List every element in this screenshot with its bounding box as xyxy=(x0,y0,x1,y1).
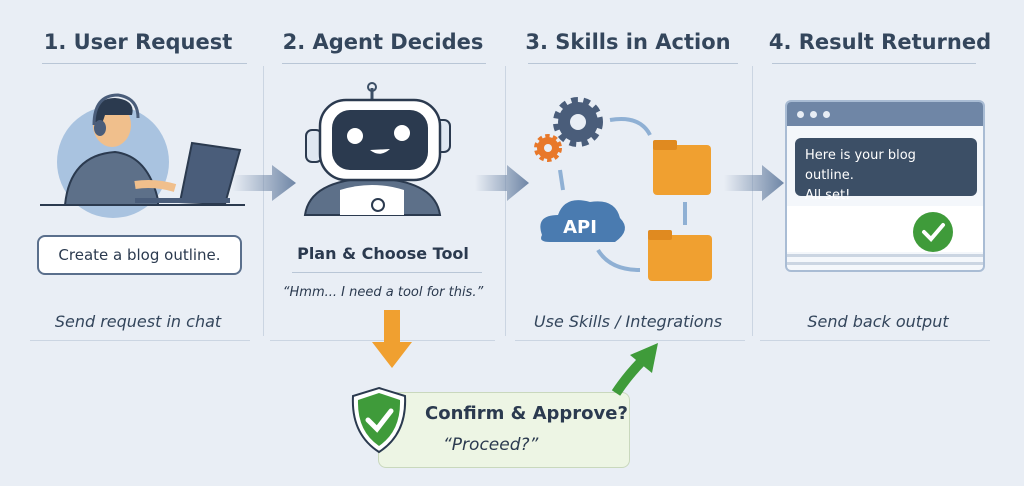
shield-check-icon xyxy=(351,386,407,454)
divider xyxy=(772,63,976,64)
column-divider xyxy=(752,66,753,336)
window-dot xyxy=(823,110,830,118)
divider xyxy=(30,340,250,341)
column-divider xyxy=(505,66,506,336)
step2-title: 2. Agent Decides xyxy=(282,30,484,54)
content-line xyxy=(787,262,983,265)
user-at-laptop-icon xyxy=(40,93,245,218)
agent-quote: “Hmm... I need a tool for this.” xyxy=(282,285,484,300)
divider xyxy=(270,340,495,341)
step2-subtitle: Plan & Choose Tool xyxy=(297,244,469,263)
step1-caption: Send request in chat xyxy=(54,312,222,331)
step3-title: 3. Skills in Action xyxy=(525,30,731,54)
divider xyxy=(282,63,486,64)
divider xyxy=(42,63,247,64)
arrow-down-icon xyxy=(372,310,412,368)
chat-message-bubble: Create a blog outline. xyxy=(37,235,242,275)
step4-caption: Send back output xyxy=(807,312,949,331)
check-circle-icon xyxy=(913,212,953,252)
arrow-right-icon xyxy=(475,165,529,201)
result-message-line1: Here is your blog outline. xyxy=(805,148,916,183)
result-window: Here is your blog outline. All set! xyxy=(785,100,985,272)
divider xyxy=(292,272,482,273)
arrow-right-icon xyxy=(232,165,296,201)
api-label: API xyxy=(563,217,597,238)
skills-integrations-icon: API xyxy=(534,97,712,281)
result-message-bubble: Here is your blog outline. All set! xyxy=(795,138,977,203)
chat-message-text: Create a blog outline. xyxy=(58,246,221,264)
result-message-line2: All set! xyxy=(805,188,851,203)
window-dot xyxy=(797,110,804,118)
step3-caption: Use Skills / Integrations xyxy=(533,312,723,331)
confirm-approve-box[interactable]: Confirm & Approve? “Proceed?” xyxy=(378,392,630,468)
content-line xyxy=(787,254,983,257)
column-divider xyxy=(263,66,264,336)
divider xyxy=(515,340,745,341)
robot-agent-icon xyxy=(303,82,451,216)
step4-title: 4. Result Returned xyxy=(768,30,992,54)
confirm-title: Confirm & Approve? xyxy=(425,403,628,424)
divider xyxy=(760,340,990,341)
arrow-right-icon xyxy=(724,165,784,201)
divider xyxy=(528,63,738,64)
window-dot xyxy=(810,110,817,118)
gear-icon xyxy=(534,134,562,162)
step1-title: 1. User Request xyxy=(43,30,233,54)
gear-icon xyxy=(553,97,603,147)
arrow-up-icon xyxy=(611,343,658,396)
content-area xyxy=(787,206,983,252)
confirm-quote: “Proceed?” xyxy=(443,435,539,455)
window-titlebar xyxy=(787,102,983,126)
